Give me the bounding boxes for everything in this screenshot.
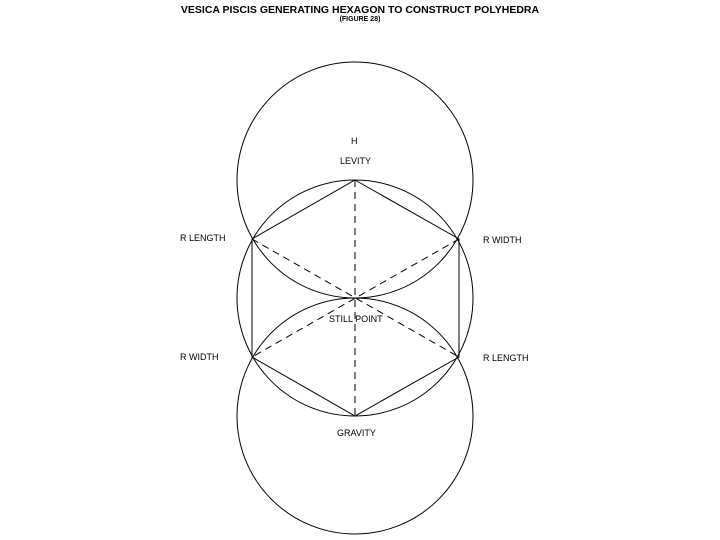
diagonal-axis-1 bbox=[251, 238, 460, 358]
dashed-axes bbox=[251, 180, 460, 416]
label-lower-right: R LENGTH bbox=[483, 353, 529, 363]
bottom-circle bbox=[236, 297, 474, 535]
label-gravity: GRAVITY bbox=[337, 428, 376, 438]
diagonal-axis-2 bbox=[251, 238, 460, 358]
label-upper-right: R WIDTH bbox=[483, 235, 522, 245]
diagram-title: VESICA PISCIS GENERATING HEXAGON TO CONS… bbox=[180, 4, 540, 16]
label-upper-left: R LENGTH bbox=[180, 233, 226, 243]
figure-number: (FIGURE 28) bbox=[339, 16, 381, 23]
label-levity: LEVITY bbox=[340, 156, 372, 166]
label-lower-left: R WIDTH bbox=[180, 352, 219, 362]
label-still-point: STILL POINT bbox=[329, 314, 383, 324]
label-h: H bbox=[351, 136, 358, 146]
